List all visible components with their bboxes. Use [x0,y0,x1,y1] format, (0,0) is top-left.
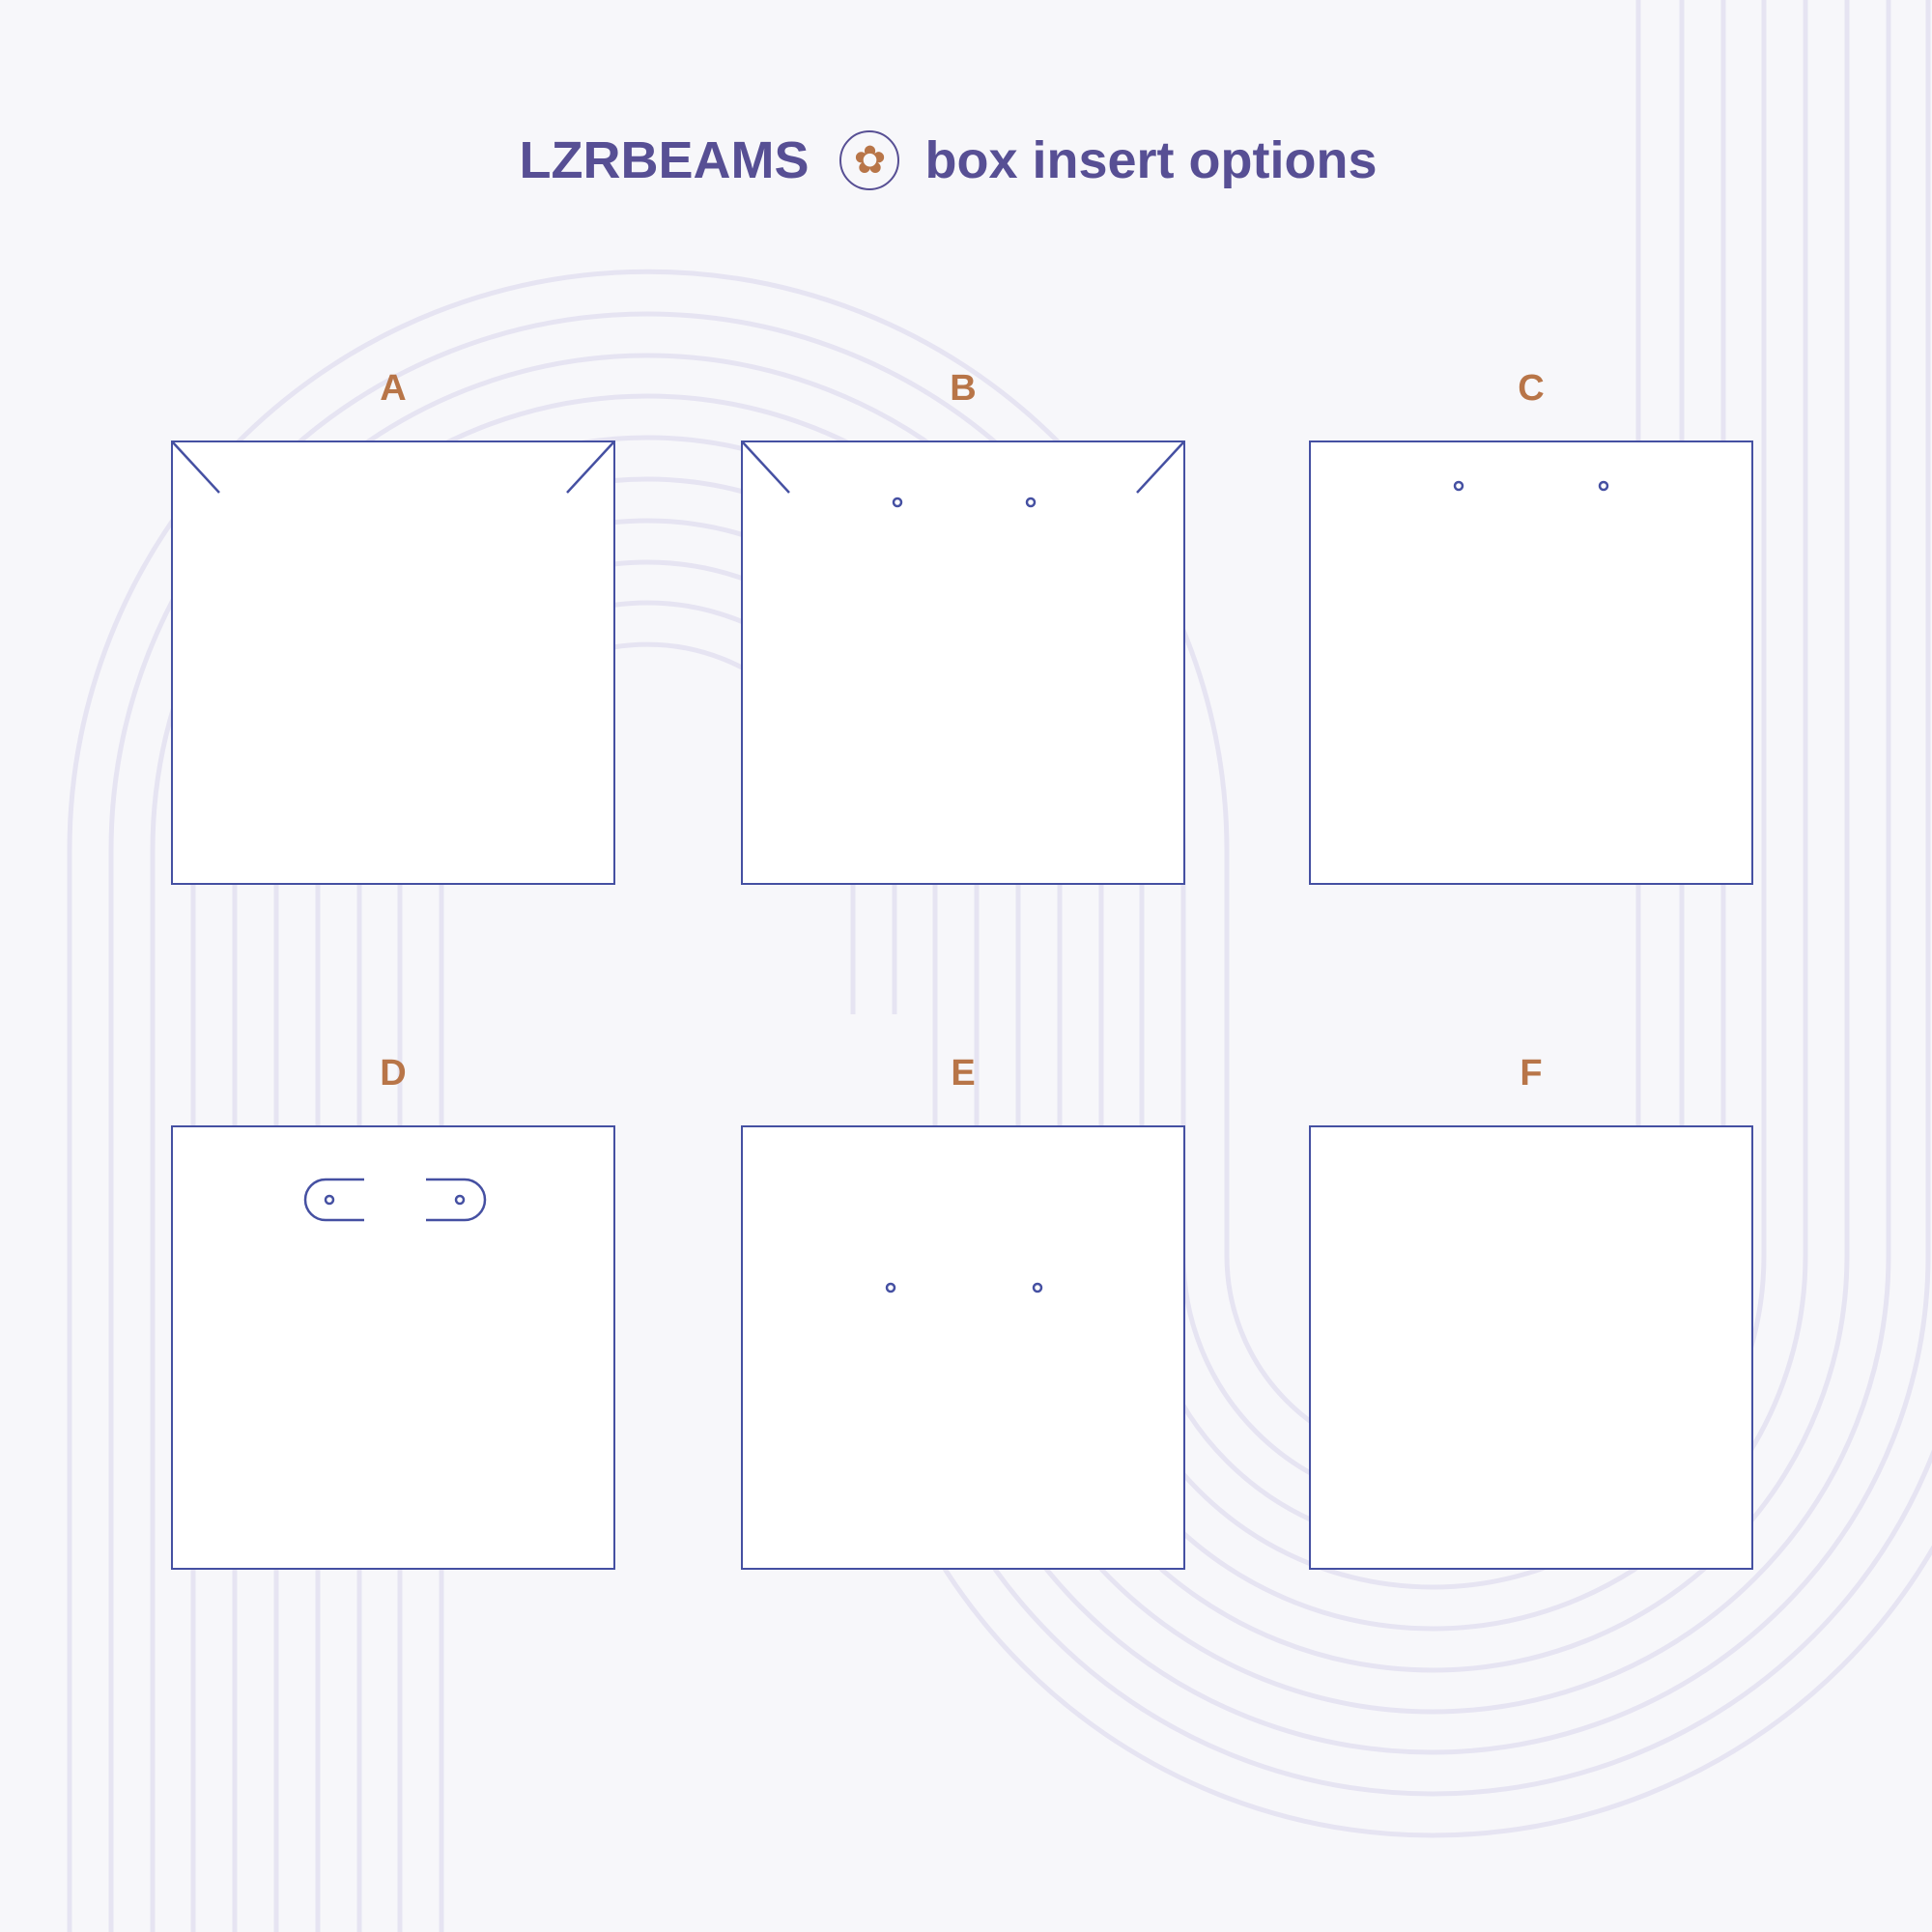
corner-slit-left [173,442,220,494]
option-label-c: C [1518,368,1545,409]
hole-right [1598,480,1609,492]
option-label-a: A [380,368,407,409]
option-panel-c[interactable] [1309,440,1753,885]
hole-right [1032,1282,1043,1293]
corner-slit-right [566,442,613,494]
hole-left [324,1194,335,1206]
corner-slit-left [743,442,790,494]
hole-right [454,1194,466,1206]
option-panel-e[interactable] [741,1125,1185,1570]
flower-icon: ✿ [839,130,900,190]
hanger-tab-left [303,1178,364,1222]
hole-left [885,1282,896,1293]
option-label-d: D [380,1053,407,1094]
brand-name: LZRBEAMS [519,131,810,189]
hole-left [892,497,903,508]
page-header: LZRBEAMS ✿ box insert options [0,130,1896,190]
corner-slit-right [1136,442,1183,494]
option-label-b: B [950,368,977,409]
option-panel-a[interactable] [171,440,615,885]
hole-right [1025,497,1037,508]
hole-left [1453,480,1464,492]
option-label-e: E [951,1053,976,1094]
hanger-tab-right [426,1178,487,1222]
option-label-f: F [1520,1053,1543,1094]
page-subtitle: box insert options [924,131,1378,189]
option-panel-b[interactable] [741,440,1185,885]
option-panel-d[interactable] [171,1125,615,1570]
option-panel-f[interactable] [1309,1125,1753,1570]
